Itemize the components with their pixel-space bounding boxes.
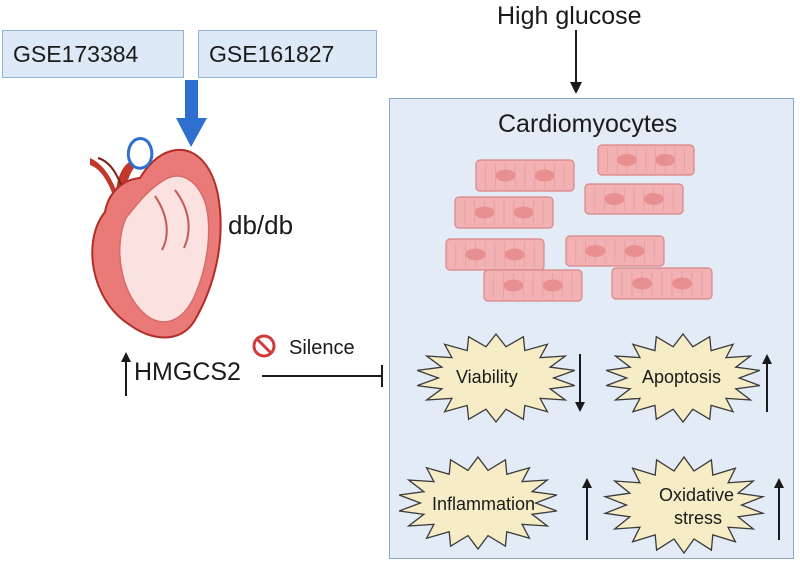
dataset-box-gse161827: GSE161827 — [198, 30, 377, 78]
heart-icon — [90, 137, 222, 339]
cardiomyocyte-cell — [483, 269, 583, 302]
inhibition-line — [262, 365, 383, 387]
dataset-label: GSE173384 — [13, 40, 139, 67]
cardiomyocyte-cell — [584, 183, 684, 215]
outcome-label-inflammation: Inflammation — [432, 494, 536, 514]
outcome-burst — [605, 332, 761, 424]
dataset-box-gse173384: GSE173384 — [2, 30, 184, 78]
hmgcs2-up-arrow — [121, 352, 131, 396]
cardiomyocyte-cell — [611, 267, 713, 300]
dataset-label: GSE161827 — [209, 40, 335, 67]
outcome-bursts — [398, 332, 784, 555]
cardiomyocyte-cells — [445, 144, 713, 302]
up-arrow-icon — [774, 478, 784, 540]
cardiomyocyte-cell — [454, 196, 554, 229]
no-icon — [252, 334, 276, 358]
high-glucose-label: High glucose — [497, 2, 642, 30]
up-arrow-icon — [582, 478, 592, 540]
dataset-merge-arrow — [176, 80, 207, 147]
panel-title: Cardiomyocytes — [498, 110, 678, 138]
cardiomyocyte-cell — [597, 144, 695, 176]
outcome-label-stress: stress — [674, 508, 723, 528]
glucose-arrow — [570, 30, 582, 94]
up-arrow-icon — [762, 354, 772, 412]
cardiomyocyte-cell — [565, 235, 665, 267]
outcome-label-apoptosis: Apoptosis — [642, 367, 722, 387]
outcome-label-oxidative: Oxidative — [659, 485, 735, 505]
outcome-label-viability: Viability — [456, 367, 518, 387]
model-label: db/db — [228, 210, 294, 240]
outcome-burst — [398, 455, 558, 551]
gene-label: HMGCS2 — [134, 358, 241, 386]
cardiomyocyte-cell — [445, 238, 545, 271]
outcome-burst — [602, 455, 766, 555]
down-arrow-icon — [575, 354, 585, 412]
outcome-burst — [416, 332, 576, 424]
cardiomyocyte-cell — [475, 159, 575, 192]
silence-label: Silence — [289, 337, 355, 359]
